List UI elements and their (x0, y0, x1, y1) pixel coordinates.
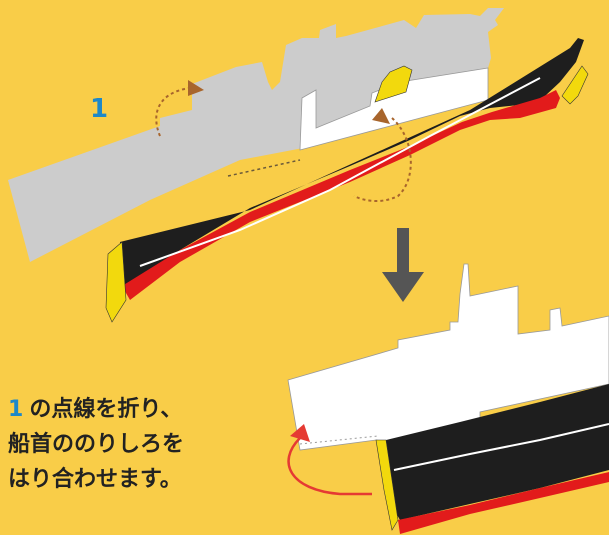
hull-stripe (139, 77, 541, 267)
bow-glue-tab (105, 241, 127, 323)
instruction-line-2: 船首ののりしろを (8, 432, 185, 457)
down-arrow (382, 228, 424, 302)
fold-line (227, 159, 301, 177)
folded-bow-glue-tab (375, 439, 399, 531)
fold-arrow-front (353, 117, 412, 203)
folded-hull-stripe (393, 423, 609, 471)
glue-tab (374, 65, 413, 103)
hull-paper-back-side (8, 8, 504, 262)
stern-glue-tab (561, 65, 589, 105)
fold-arrow-front-head (372, 108, 390, 124)
folded-hull-side-black (378, 384, 609, 520)
hull-waterline-red (122, 90, 560, 300)
upper-part-flat (8, 8, 589, 323)
folded-fold-arrow (287, 437, 372, 496)
folded-hull-dotted-edge (299, 435, 379, 445)
folded-fold-arrow-head (290, 424, 310, 442)
hull-side-black (120, 38, 584, 292)
fold-arrow-back (155, 87, 191, 137)
instruction-line-3: はり合わせます。 (8, 467, 182, 492)
instruction-line-1-text: の点線を折り、 (29, 397, 183, 422)
instruction-step-number: 1 (8, 397, 24, 422)
step-number: 1 (90, 94, 109, 124)
fold-arrow-back-head (188, 80, 204, 96)
folded-hull-waterline-red (398, 472, 609, 534)
lower-part-folded (287, 263, 609, 534)
